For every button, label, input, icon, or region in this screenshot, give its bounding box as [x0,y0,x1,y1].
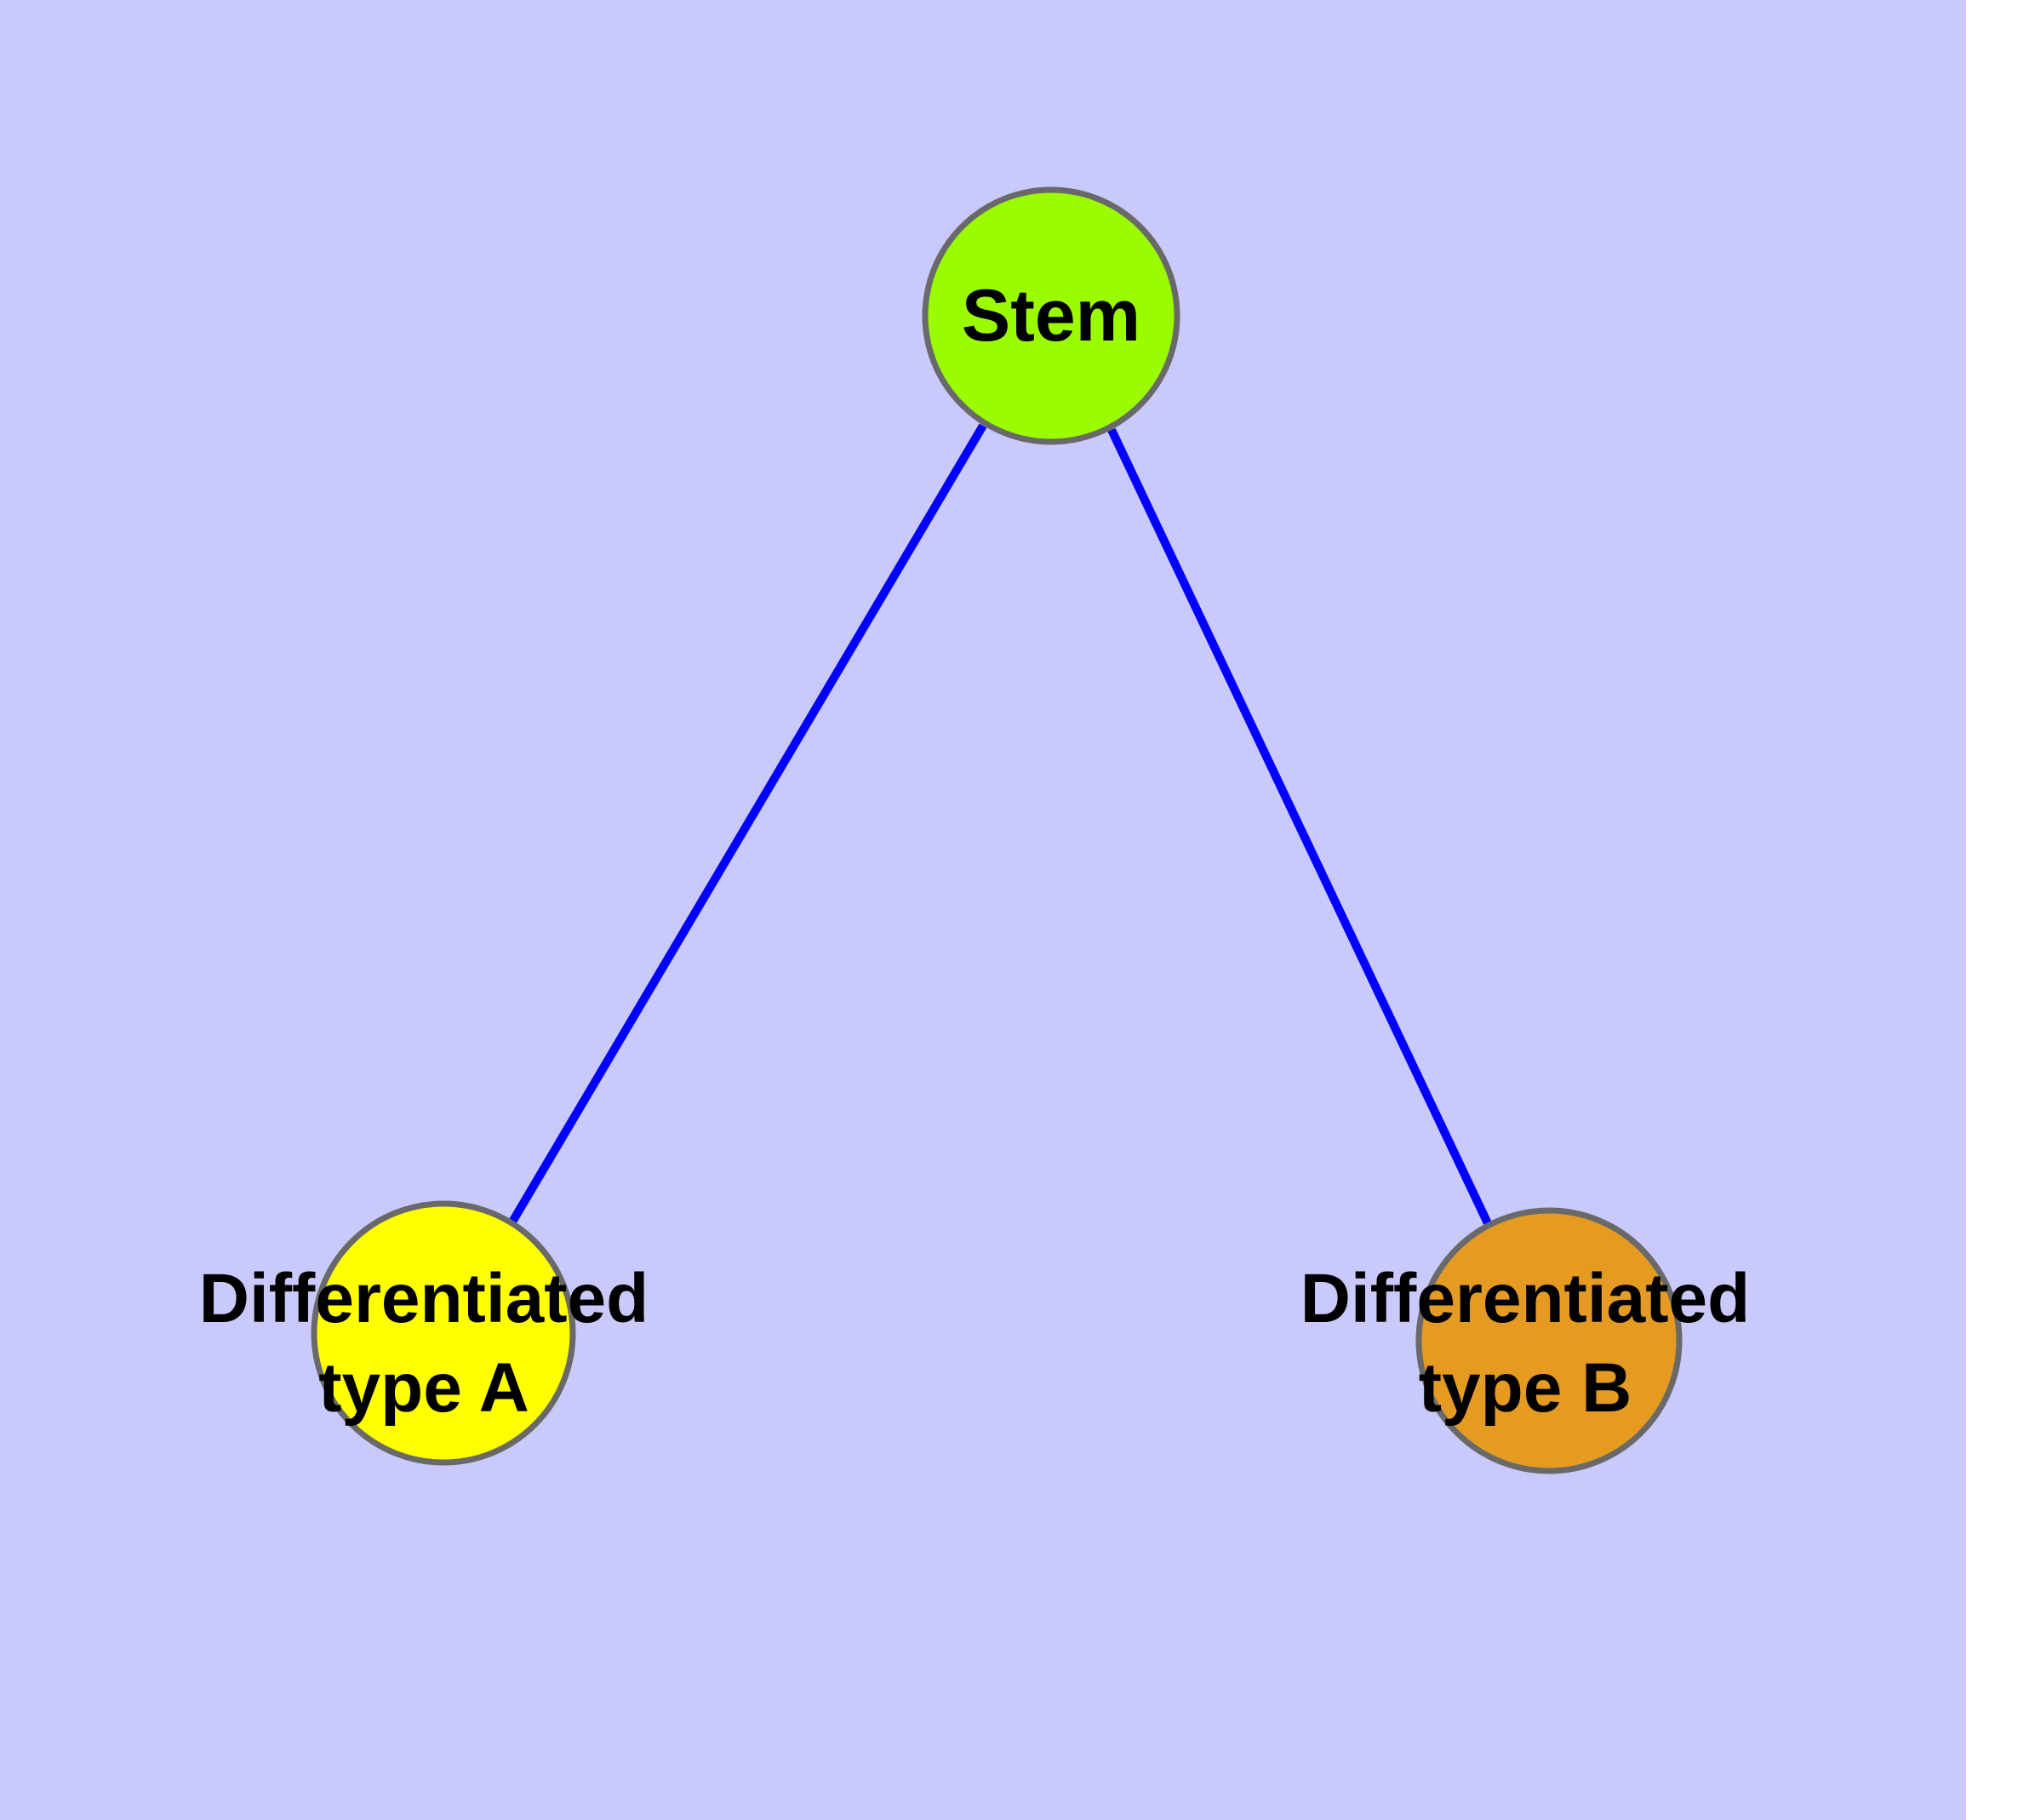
node-label-diff-a: Differentiated type A [199,1260,649,1427]
graph-edge-stem-to-diff-b[interactable] [1107,427,1492,1226]
node-label-line: type B [1419,1349,1632,1427]
graph-node-stem[interactable] [922,186,1180,445]
node-label-diff-b: Differentiated type B [1300,1260,1751,1427]
node-label-line: type A [318,1349,529,1427]
graph-node-diff-b[interactable] [1415,1207,1683,1474]
graph-edge-stem-to-diff-a[interactable] [507,423,987,1226]
graph-node-diff-a[interactable] [311,1200,576,1466]
nodes-layer [311,186,1683,1474]
node-label-line: Differentiated [1300,1260,1751,1337]
node-label-line: Stem [962,275,1140,357]
edges-layer [507,423,1492,1226]
node-label-stem: Stem [962,275,1140,357]
node-label-line: Differentiated [199,1260,649,1337]
